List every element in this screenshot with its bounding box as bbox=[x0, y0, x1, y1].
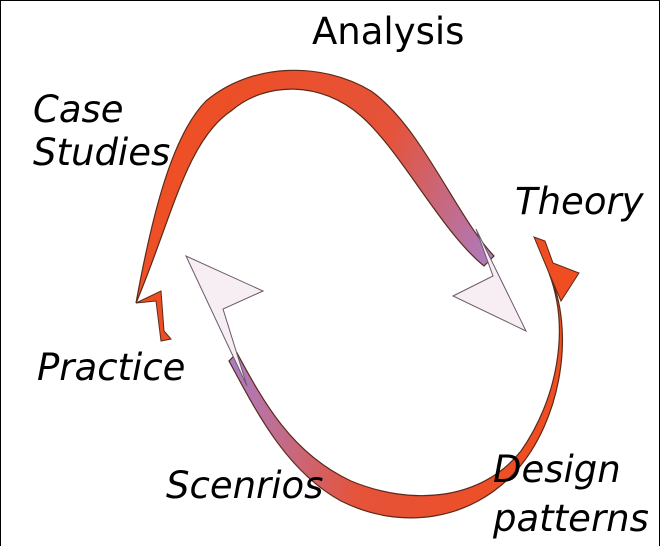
label-case-studies-line2: Studies bbox=[33, 130, 171, 174]
label-scenarios: Scenrios bbox=[166, 464, 324, 507]
label-theory: Theory bbox=[515, 180, 644, 223]
top-cycle-arrow bbox=[135, 69, 495, 304]
bottom-cycle-arrow bbox=[228, 272, 564, 519]
bottom-arrowhead bbox=[184, 254, 265, 387]
label-design-patterns-line1: Design bbox=[493, 448, 621, 491]
label-design-patterns: Design patterns bbox=[493, 445, 649, 543]
label-case-studies: Case Studies bbox=[33, 88, 171, 174]
label-design-patterns-line2: patterns bbox=[493, 497, 649, 541]
top-arrow-tail bbox=[135, 290, 172, 342]
label-practice: Practice bbox=[37, 346, 186, 389]
top-arrowhead bbox=[451, 228, 528, 333]
label-case-studies-line1: Case bbox=[33, 88, 124, 131]
bottom-arrow-tail bbox=[533, 236, 580, 303]
label-analysis: Analysis bbox=[312, 10, 465, 53]
